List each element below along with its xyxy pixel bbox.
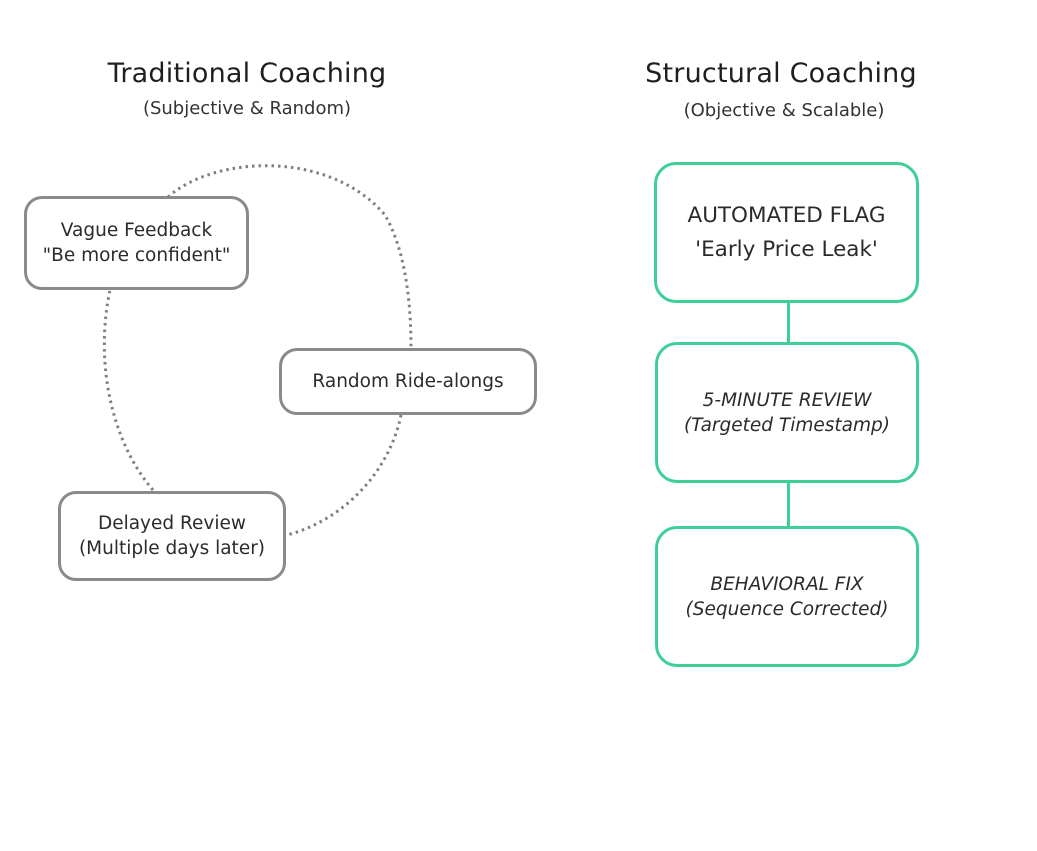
node-vague-feedback-label: Vague Feedback (60, 220, 213, 241)
traditional-coaching-title: Traditional Coaching (107, 58, 387, 89)
step-five-minute-review-detail: (Targeted Timestamp) (684, 414, 890, 436)
node-random-ride-alongs-label: Random Ride-alongs (312, 371, 504, 392)
step-automated-flag: AUTOMATED FLAG 'Early Price Leak' (654, 162, 919, 303)
node-delayed-review-label: Delayed Review (97, 513, 247, 534)
node-vague-feedback: Vague Feedback "Be more confident" (24, 196, 249, 290)
structural-coaching-title: Structural Coaching (645, 58, 917, 89)
step-five-minute-review-label: 5-MINUTE REVIEW (702, 389, 872, 411)
dotted-arc-ridealongs-to-delayed (286, 414, 403, 537)
step-five-minute-review: 5-MINUTE REVIEW (Targeted Timestamp) (655, 342, 919, 483)
step-automated-flag-label: AUTOMATED FLAG (687, 202, 886, 228)
node-random-ride-alongs: Random Ride-alongs (279, 348, 537, 415)
traditional-coaching-subtitle: (Subjective & Random) (142, 98, 352, 119)
node-vague-feedback-quote: "Be more confident" (42, 245, 231, 266)
step-behavioral-fix-label: BEHAVIORAL FIX (710, 573, 864, 595)
dotted-arc-delayed-to-feedback (102, 289, 155, 491)
connector-flag-to-review (787, 302, 790, 343)
structural-coaching-subtitle: (Objective & Scalable) (683, 100, 885, 121)
node-delayed-review: Delayed Review (Multiple days later) (58, 491, 286, 581)
dotted-arc-feedback-to-ridealongs (167, 164, 413, 349)
step-automated-flag-detail: 'Early Price Leak' (695, 236, 878, 262)
step-behavioral-fix: BEHAVIORAL FIX (Sequence Corrected) (655, 526, 919, 667)
step-behavioral-fix-detail: (Sequence Corrected) (685, 598, 889, 620)
connector-review-to-fix (787, 482, 790, 527)
node-delayed-review-detail: (Multiple days later) (78, 538, 266, 559)
